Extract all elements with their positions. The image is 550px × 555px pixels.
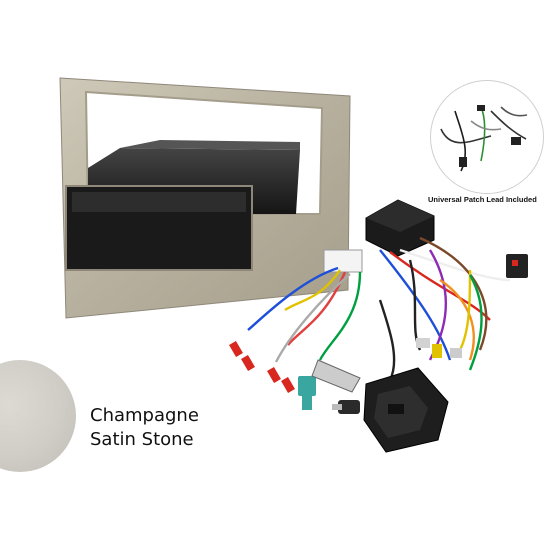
finish-line-1: Champagne (90, 405, 199, 426)
patch-lead-caption: Universal Patch Lead Included (428, 195, 537, 204)
finish-line-2: Satin Stone (90, 429, 194, 450)
pin-terminals (229, 340, 295, 394)
quadlock-connector (363, 367, 449, 453)
fascia-panel (59, 77, 351, 319)
small-plugs (416, 338, 462, 358)
wiring-loom (247, 236, 511, 381)
finish-label: Champagne Satin Stone (90, 404, 199, 452)
colour-swatch (0, 360, 82, 472)
interface-module (365, 199, 435, 257)
iso-connectors (323, 249, 528, 278)
antenna-adapters (298, 359, 361, 414)
patch-lead-illustration (440, 105, 528, 172)
patch-lead-inset (430, 80, 544, 194)
swatch-disc (0, 360, 76, 472)
